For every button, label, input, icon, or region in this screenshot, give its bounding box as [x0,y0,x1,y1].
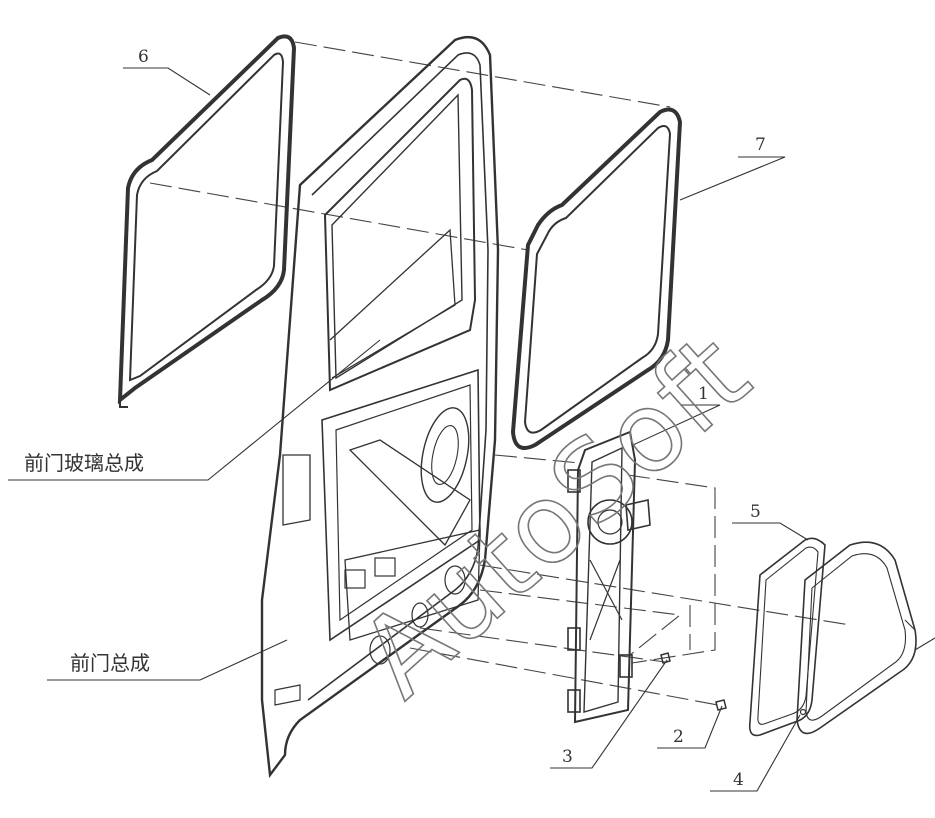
label-front-door-glass: 前门玻璃总成 [24,451,144,475]
alignment-dashed-lines [149,41,851,706]
leader-lines [8,67,809,792]
part-7-door-glass [510,107,683,450]
callout-3: 3 [562,747,573,767]
watermark-text: AutoSoft [336,310,773,721]
callout-7: 7 [755,135,766,155]
part-6-glass-seal [117,34,297,408]
front-door-assembly [260,35,500,779]
callout-6: 6 [138,47,149,67]
part-5-seal-sheet [748,537,826,737]
callout-5: 5 [750,502,761,522]
callout-2: 2 [673,727,684,747]
part-2-bolt [715,699,727,711]
part-4-seal-sheet [796,541,935,735]
label-front-door-assembly: 前门总成 [70,651,150,675]
part-1-window-regulator [567,430,651,724]
callout-1: 1 [698,384,709,404]
callout-4: 4 [733,770,744,790]
part-3-bolt [660,652,671,664]
